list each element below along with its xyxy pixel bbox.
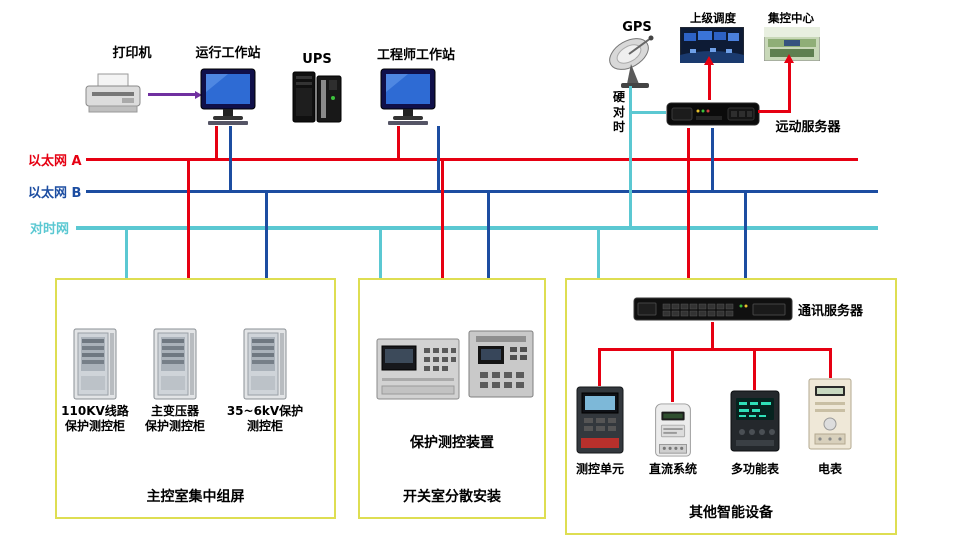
hard-time-sync-label: 硬对时 <box>612 90 625 134</box>
gps-antenna-icon <box>603 34 661 90</box>
rtu-to-ethernet-a-line <box>687 128 690 159</box>
measure-unit-icon <box>576 386 624 454</box>
time-sync-net-label: 对时网 <box>30 222 70 237</box>
protection-device-a-icon <box>376 338 460 400</box>
rightbox-ethernet-b-line <box>744 193 747 296</box>
dc-system-label: 直流系统 <box>648 462 697 476</box>
cabinet-transformer-label: 主变压器 保护测控柜 <box>129 404 221 434</box>
drop-dc-system-line <box>671 348 674 402</box>
comm-server-label: 通讯服务器 <box>798 304 864 319</box>
cabinet-35kv-icon <box>242 328 288 402</box>
comm-server-icon <box>633 296 793 322</box>
device-branch-bus <box>598 348 832 351</box>
dc-system-icon <box>653 402 693 458</box>
comm-server-drop-line <box>711 322 714 350</box>
drop-multifunction-line <box>753 348 756 390</box>
printer-link-line <box>148 93 196 96</box>
leftbox-time-sync-line <box>125 229 128 278</box>
energy-meter-label: 电表 <box>817 462 842 476</box>
rtu-to-dispatch-arrow <box>704 56 714 65</box>
rtu-to-ethernet-b-line <box>711 128 714 191</box>
leftbox-ethernet-a-line <box>187 161 190 278</box>
rtu-to-dispatch-line <box>708 64 711 100</box>
dispatch-label: 上级调度 <box>690 11 736 25</box>
printer-label: 打印机 <box>112 46 152 61</box>
measure-unit-label: 测控单元 <box>575 462 624 476</box>
multifunction-meter-label: 多功能表 <box>730 462 779 476</box>
multifunction-meter-icon <box>730 390 780 452</box>
engws-to-ethernet-a-line <box>397 126 400 159</box>
engineer-workstation-icon <box>378 68 438 126</box>
ethernet-a-label: 以太网 A <box>28 154 82 169</box>
drop-measure-unit-line <box>598 348 601 386</box>
gps-to-rtu-branch-line <box>629 111 666 114</box>
control-center-label: 集控中心 <box>768 11 814 25</box>
rtu-to-cc-hline <box>758 110 791 113</box>
energy-meter-icon <box>808 378 852 450</box>
cabinet-35kv-label: 35~6kV保护 测控柜 <box>219 404 311 434</box>
opws-to-ethernet-a-line <box>215 126 218 159</box>
cabinet-110kv-icon <box>72 328 118 402</box>
rtu-to-cc-arrow <box>784 54 794 63</box>
cabinet-transformer-label-line2: 保护测控柜 <box>144 419 205 433</box>
printer-link-arrow <box>195 90 202 99</box>
cabinet-35kv-label-line2: 测控柜 <box>246 419 283 433</box>
leftbox-ethernet-b-line <box>265 193 268 278</box>
engws-to-ethernet-b-line <box>437 126 440 191</box>
midbox-caption: 开关室分散安装 <box>403 489 501 505</box>
rtu-to-cc-vline <box>788 62 791 113</box>
rightbox-caption: 其他智能设备 <box>689 505 773 521</box>
midbox-ethernet-a-line <box>441 161 444 278</box>
leftbox-caption: 主控室集中组屏 <box>146 489 245 505</box>
rtu-server-icon <box>666 100 760 128</box>
cabinet-110kv-label: 110KV线路 保护测控柜 <box>49 404 141 434</box>
dispatch-photo <box>680 27 744 63</box>
printer-icon <box>82 70 144 116</box>
operator-workstation-icon <box>198 68 258 126</box>
rightbox-ethernet-a-line <box>687 161 690 296</box>
midbox-time-sync-line <box>379 229 382 278</box>
drop-energy-meter-line <box>829 348 832 378</box>
midbox-ethernet-b-line <box>487 193 490 278</box>
ethernet-b-label: 以太网 B <box>28 186 82 201</box>
ups-icon <box>288 66 346 126</box>
gps-label: GPS <box>622 20 652 35</box>
protection-device-b-icon <box>468 330 534 398</box>
protection-device-label: 保护测控装置 <box>410 435 494 451</box>
operator-workstation-label: 运行工作站 <box>195 46 261 61</box>
cabinet-35kv-label-line1: 35~6kV保护 <box>226 404 304 418</box>
engineer-workstation-label: 工程师工作站 <box>376 48 455 63</box>
ethernet-b-bus <box>86 190 878 193</box>
rightbox-time-sync-line <box>597 229 600 281</box>
ethernet-a-bus <box>86 158 858 161</box>
time-sync-bus <box>76 226 878 230</box>
cabinet-transformer-label-line1: 主变压器 <box>150 404 199 418</box>
gps-to-time-sync-line <box>629 86 632 227</box>
cabinet-transformer-icon <box>152 328 198 402</box>
rtu-server-label: 远动服务器 <box>775 120 841 135</box>
cabinet-110kv-label-line2: 保护测控柜 <box>64 419 125 433</box>
opws-to-ethernet-b-line <box>229 126 232 191</box>
cabinet-110kv-label-line1: 110KV线路 <box>61 404 129 418</box>
ups-label: UPS <box>302 52 332 67</box>
